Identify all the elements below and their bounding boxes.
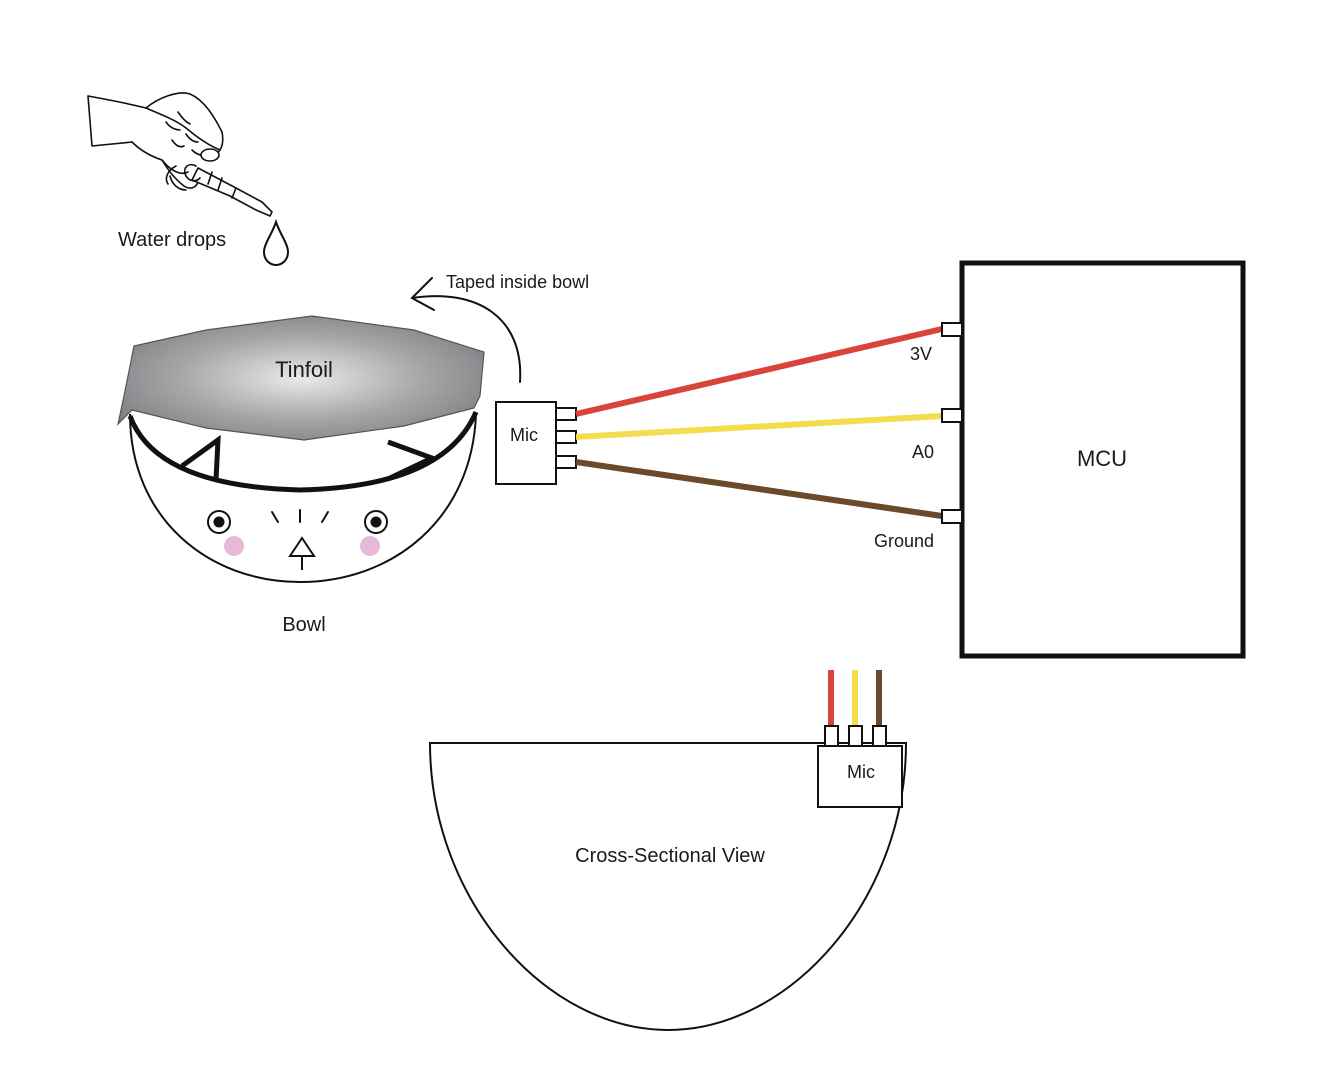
mic-pin-power [555,407,577,421]
taped-inside-arrow [410,277,522,383]
water-drops-label: Water drops [118,229,226,251]
mic-label: Mic [510,425,538,445]
pin-a0-label: A0 [912,442,934,462]
water-drop-icon [262,218,290,267]
mcu-pin-3v [941,322,963,337]
cross-section-bowl [428,670,908,1032]
bowl-label: Bowl [282,614,325,636]
right-cheek [360,536,380,556]
wire-ground [575,459,943,519]
mic-pin-ground [555,455,577,469]
tinfoil-sheet [116,315,485,441]
left-cheek [224,536,244,556]
taped-inside-bowl-label: Taped inside bowl [446,272,589,292]
cs-mic-pin-ground [872,725,887,747]
nose-icon [288,536,316,557]
tinfoil-label: Tinfoil [275,357,333,382]
mcu-pin-ground [941,509,963,524]
cs-mic-label: Mic [847,762,875,782]
bowl [127,411,479,584]
hand-dropper-icon [87,92,273,217]
cs-mic-module [817,745,903,808]
mcu-board [941,260,1246,659]
cross-section-title: Cross-Sectional View [575,845,765,867]
mcu-label: MCU [1077,446,1127,471]
wire-a0 [575,413,943,440]
cs-mic-pin-power [824,725,839,747]
cs-mic-pin-signal [848,725,863,747]
pin-3v-label: 3V [910,344,932,364]
mic-pin-signal [555,430,577,444]
pin-ground-label: Ground [874,531,934,551]
mcu-pin-a0 [941,408,963,423]
wire-3v [575,326,943,417]
